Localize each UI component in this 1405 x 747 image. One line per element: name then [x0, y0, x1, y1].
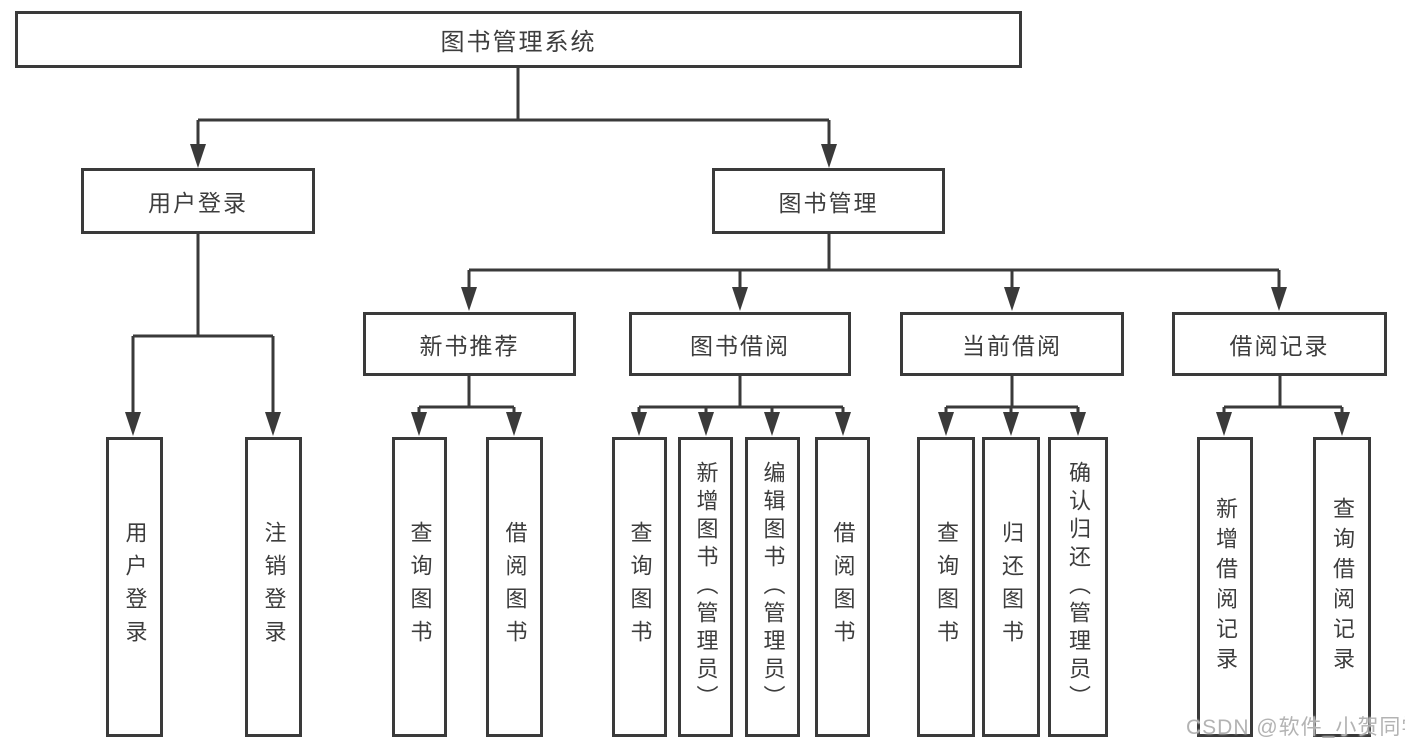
node-new-book-recommendation: 新书推荐: [363, 312, 576, 376]
node-current-borrowing-label: 当前借阅: [962, 333, 1062, 359]
leaf-query-books-borrowing: 查询图书: [612, 437, 667, 737]
arrowheads: [125, 144, 1350, 436]
leaf-borrow-books-borrowing: 借阅图书: [815, 437, 870, 737]
node-borrowing-records-label: 借阅记录: [1229, 333, 1330, 359]
node-library-system: 图书管理系统: [15, 11, 1022, 68]
leaf-return-books: 归还图书: [982, 437, 1040, 737]
node-book-borrowing: 图书借阅: [629, 312, 851, 376]
node-user-login: 用户登录: [81, 168, 315, 234]
node-book-management-label: 图书管理: [778, 190, 879, 216]
node-current-borrowing: 当前借阅: [900, 312, 1124, 376]
node-user-login-label: 用户登录: [148, 190, 248, 216]
leaf-add-borrow-record: 新增借阅记录: [1197, 437, 1253, 737]
node-library-system-label: 图书管理系统: [440, 29, 597, 56]
leaf-logout: 注销登录: [245, 437, 302, 737]
node-new-book-recommendation-label: 新书推荐: [419, 333, 520, 359]
leaf-edit-books-admin: 编辑图书（管理员）: [745, 437, 800, 737]
leaf-confirm-return-admin: 确认归还（管理员）: [1048, 437, 1108, 737]
leaf-query-books-current: 查询图书: [917, 437, 975, 737]
leaf-add-books-admin: 新增图书（管理员）: [678, 437, 733, 737]
node-book-borrowing-label: 图书借阅: [690, 333, 790, 359]
leaf-query-borrow-record: 查询借阅记录: [1313, 437, 1371, 737]
node-borrowing-records: 借阅记录: [1172, 312, 1387, 376]
leaf-user-login: 用户登录: [106, 437, 163, 737]
leaf-query-books-recommend: 查询图书: [392, 437, 447, 737]
watermark-text: CSDN @软件_小贺同学: [1186, 716, 1405, 739]
leaf-borrow-books-recommend: 借阅图书: [486, 437, 543, 737]
node-book-management: 图书管理: [712, 168, 945, 234]
